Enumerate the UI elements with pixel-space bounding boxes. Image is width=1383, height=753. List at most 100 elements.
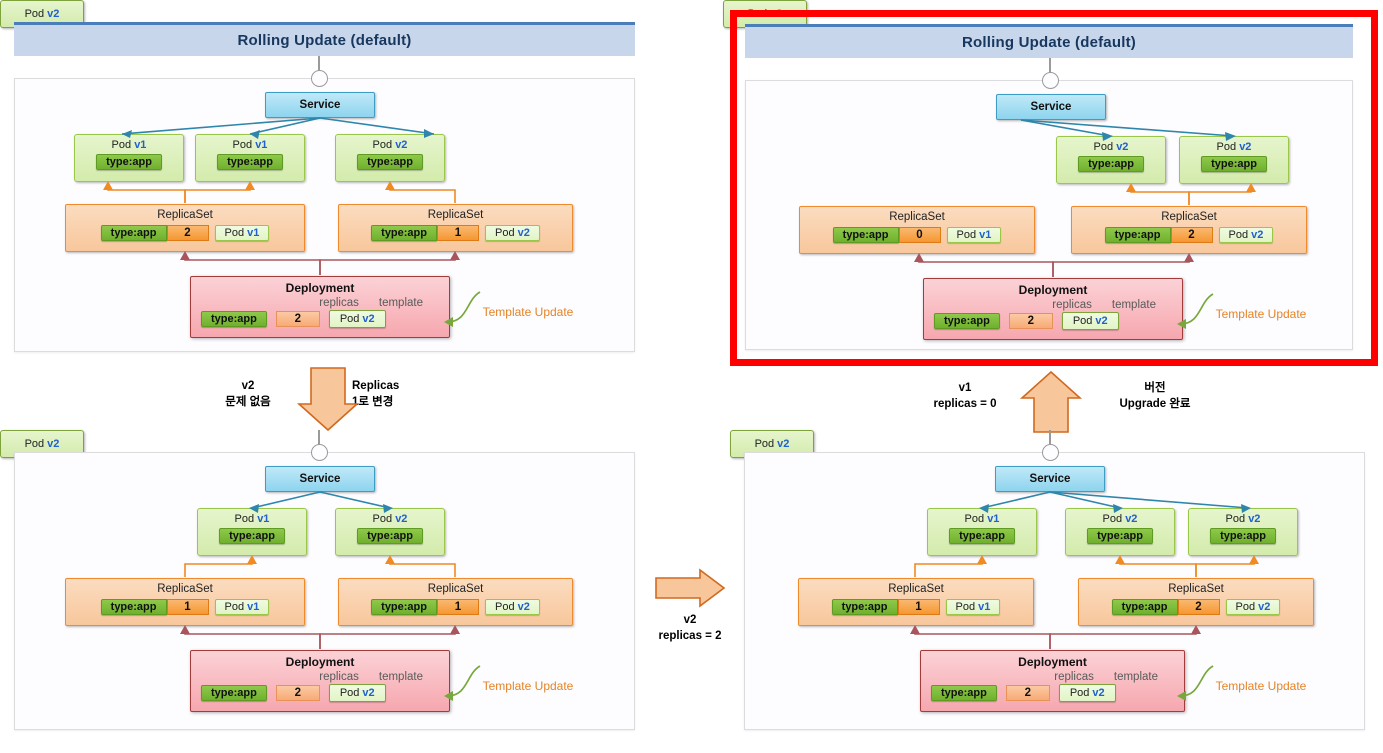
- replicaset-type-tag: type:app: [831, 599, 898, 615]
- pod-node[interactable]: Pod v1 type:app: [195, 134, 305, 182]
- pod-label: Pod v2: [1102, 513, 1138, 525]
- service-node[interactable]: Service: [265, 92, 375, 118]
- transition-label-left-down-right: Replicas 1로 변경: [352, 380, 400, 408]
- service-label: Service: [299, 99, 341, 111]
- deployment-replicas-label: replicas: [319, 671, 359, 683]
- panel-bottom-right: Service Pod v1 type:app Pod v2 type:app …: [730, 430, 1383, 753]
- template-update-label: Template Update: [1215, 307, 1307, 321]
- pod-label: Pod v2: [1216, 141, 1252, 153]
- deployment-type-tag: type:app: [931, 685, 997, 701]
- replicaset-replica-count: 1: [166, 599, 209, 615]
- deployment-replicas-value: 2: [1008, 313, 1053, 329]
- frame-connector-stem: [1049, 430, 1051, 452]
- pod-type-tag: type:app: [1210, 528, 1276, 544]
- pod-type-tag: type:app: [1087, 528, 1153, 544]
- service-label: Service: [1029, 473, 1071, 485]
- pod-node[interactable]: Pod v1 type:app: [74, 134, 184, 182]
- template-update-label: Template Update: [482, 679, 574, 693]
- pod-type-tag: type:app: [96, 154, 162, 170]
- deployment-replicas-label: replicas: [1052, 299, 1092, 311]
- pod-label: Pod v1: [111, 139, 147, 151]
- replicaset-title: ReplicaSet: [889, 211, 945, 223]
- replicaset-replica-count: 2: [1177, 599, 1220, 615]
- replicaset-replica-count: 2: [1170, 227, 1213, 243]
- replicaset-title: ReplicaSet: [1161, 211, 1217, 223]
- pod-node[interactable]: Pod v2 type:app: [1179, 136, 1289, 184]
- deployment-type-tag: type:app: [934, 313, 1000, 329]
- replicaset-type-tag: type:app: [1111, 599, 1178, 615]
- panel-title-bar: Rolling Update (default): [14, 22, 635, 56]
- deployment-title: Deployment: [285, 655, 355, 669]
- replicaset-title: ReplicaSet: [157, 209, 213, 221]
- pod-node[interactable]: Pod v1 type:app: [927, 508, 1037, 556]
- deployment-replicas-value: 2: [275, 685, 320, 701]
- replicaset-type-tag: type:app: [1104, 227, 1171, 243]
- replicaset-title: ReplicaSet: [1168, 583, 1224, 595]
- deployment-template-label: template: [1111, 299, 1156, 311]
- pod-type-tag: type:app: [949, 528, 1015, 544]
- transition-arrow-right: [655, 568, 726, 608]
- pod-type-tag: type:app: [1078, 156, 1144, 172]
- replicaset-type-tag: type:app: [100, 225, 167, 241]
- pod-node[interactable]: Pod v2 type:app: [1056, 136, 1166, 184]
- template-update-label: Template Update: [1215, 679, 1307, 693]
- deployment-template-label: template: [378, 297, 423, 309]
- deployment-replicas-label: replicas: [319, 297, 359, 309]
- panel-bottom-left: Service Pod v1 type:app Pod v2 type:app …: [0, 430, 660, 753]
- deployment-title: Deployment: [1018, 283, 1088, 297]
- deployment-node[interactable]: Deployment replicas template type:app 2 …: [920, 650, 1185, 712]
- service-label: Service: [1030, 101, 1072, 113]
- pod-node[interactable]: Pod v1 type:app: [197, 508, 307, 556]
- pod-type-tag: type:app: [217, 154, 283, 170]
- service-node[interactable]: Service: [265, 466, 375, 492]
- pod-type-tag: type:app: [357, 528, 423, 544]
- deployment-type-tag: type:app: [201, 685, 267, 701]
- deployment-node[interactable]: Deployment replicas template type:app 2 …: [190, 276, 450, 338]
- replicaset-type-tag: type:app: [371, 225, 437, 241]
- frame-connector-stem: [318, 56, 320, 78]
- deployment-replicas-value: 2: [275, 311, 320, 327]
- pod-type-tag: type:app: [1201, 156, 1267, 172]
- pod-node[interactable]: Pod v2 type:app: [335, 508, 445, 556]
- pod-node[interactable]: Pod v2 type:app: [1188, 508, 1298, 556]
- frame-connector-stem: [318, 430, 320, 452]
- replicaset-title: ReplicaSet: [427, 209, 484, 221]
- transition-label-bottom-right: v2 replicas = 2: [658, 614, 722, 642]
- transition-arrow-up: [1019, 370, 1083, 433]
- frame-connector-stem: [1049, 58, 1051, 80]
- replicaset-title: ReplicaSet: [427, 583, 484, 595]
- deployment-node[interactable]: Deployment replicas template type:app 2 …: [190, 650, 450, 712]
- transition-label-left-down-left: v2 문제 없음: [225, 380, 271, 408]
- replicaset-replica-count: 1: [437, 225, 479, 241]
- deployment-node[interactable]: Deployment replicas template type:app 2 …: [923, 278, 1183, 340]
- transition-label-right-up-left: v1 replicas = 0: [933, 382, 997, 410]
- deployment-template-label: template: [378, 671, 423, 683]
- service-node[interactable]: Service: [995, 466, 1105, 492]
- pod-node[interactable]: Pod v2 type:app: [335, 134, 445, 182]
- page-title: Rolling Update (default): [962, 34, 1136, 51]
- pod-label: Pod v1: [964, 513, 1000, 525]
- panel-top-left: Rolling Update (default) Servic: [0, 0, 660, 366]
- service-node[interactable]: Service: [996, 94, 1106, 120]
- replicaset-replica-count: 0: [898, 227, 941, 243]
- pod-node[interactable]: Pod v2 type:app: [1065, 508, 1175, 556]
- replicaset-replica-count: 2: [166, 225, 209, 241]
- panel-top-right: Rolling Update (default) Service Pod v2 …: [723, 0, 1383, 366]
